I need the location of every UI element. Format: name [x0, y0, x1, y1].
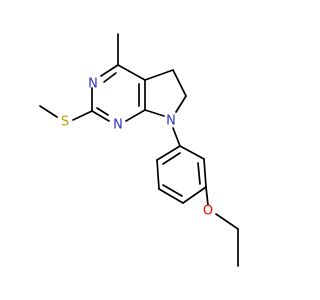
- bond-ph-4-5-inner: [162, 184, 183, 197]
- bond-n7-c7a: [144, 109, 165, 117]
- bond-ph-o: [205, 186, 209, 206]
- bond-ph-2-3: [203, 158, 207, 188]
- bond-s-methyl: [39, 105, 58, 118]
- bond-n-top-c4: [100, 64, 119, 77]
- nitrogen-label-ring-bottom: N: [113, 118, 123, 133]
- bond-n-bottom-c2-inner: [96, 107, 109, 116]
- atom-label-group: N N N S O: [61, 77, 213, 219]
- nitrogen-label-ring-top: N: [88, 77, 98, 92]
- bond-c7a-n-bottom: [125, 109, 146, 122]
- bond-n-top-c4-inner: [103, 72, 117, 83]
- bond-ph-5-6: [156, 159, 160, 190]
- bond-o-ch2: [215, 213, 239, 230]
- bond-ph-3-4: [182, 186, 207, 204]
- oxygen-label: O: [203, 204, 213, 219]
- bond-ph-2-3-inner: [197, 162, 201, 185]
- bond-c4-c4a: [117, 64, 146, 81]
- bond-group: [39, 33, 239, 267]
- bond-n-bottom-c2: [91, 110, 110, 122]
- nitrogen-label-pyrrolidine: N: [166, 114, 176, 129]
- bond-c6-n7: [175, 95, 187, 113]
- bond-c2-s: [72, 110, 93, 121]
- bond-ph-1-2: [179, 145, 205, 160]
- bond-ph-6-1-inner: [162, 152, 181, 165]
- molecule-structure: N N N S O: [39, 33, 239, 267]
- bond-ph-4-5: [158, 188, 184, 204]
- sulfur-label: S: [61, 115, 69, 130]
- bond-c5-c6: [172, 69, 187, 97]
- bond-c4a-c5: [144, 69, 174, 81]
- bond-n7-aryl: [172, 127, 181, 147]
- bond-ph-6-1: [156, 145, 181, 161]
